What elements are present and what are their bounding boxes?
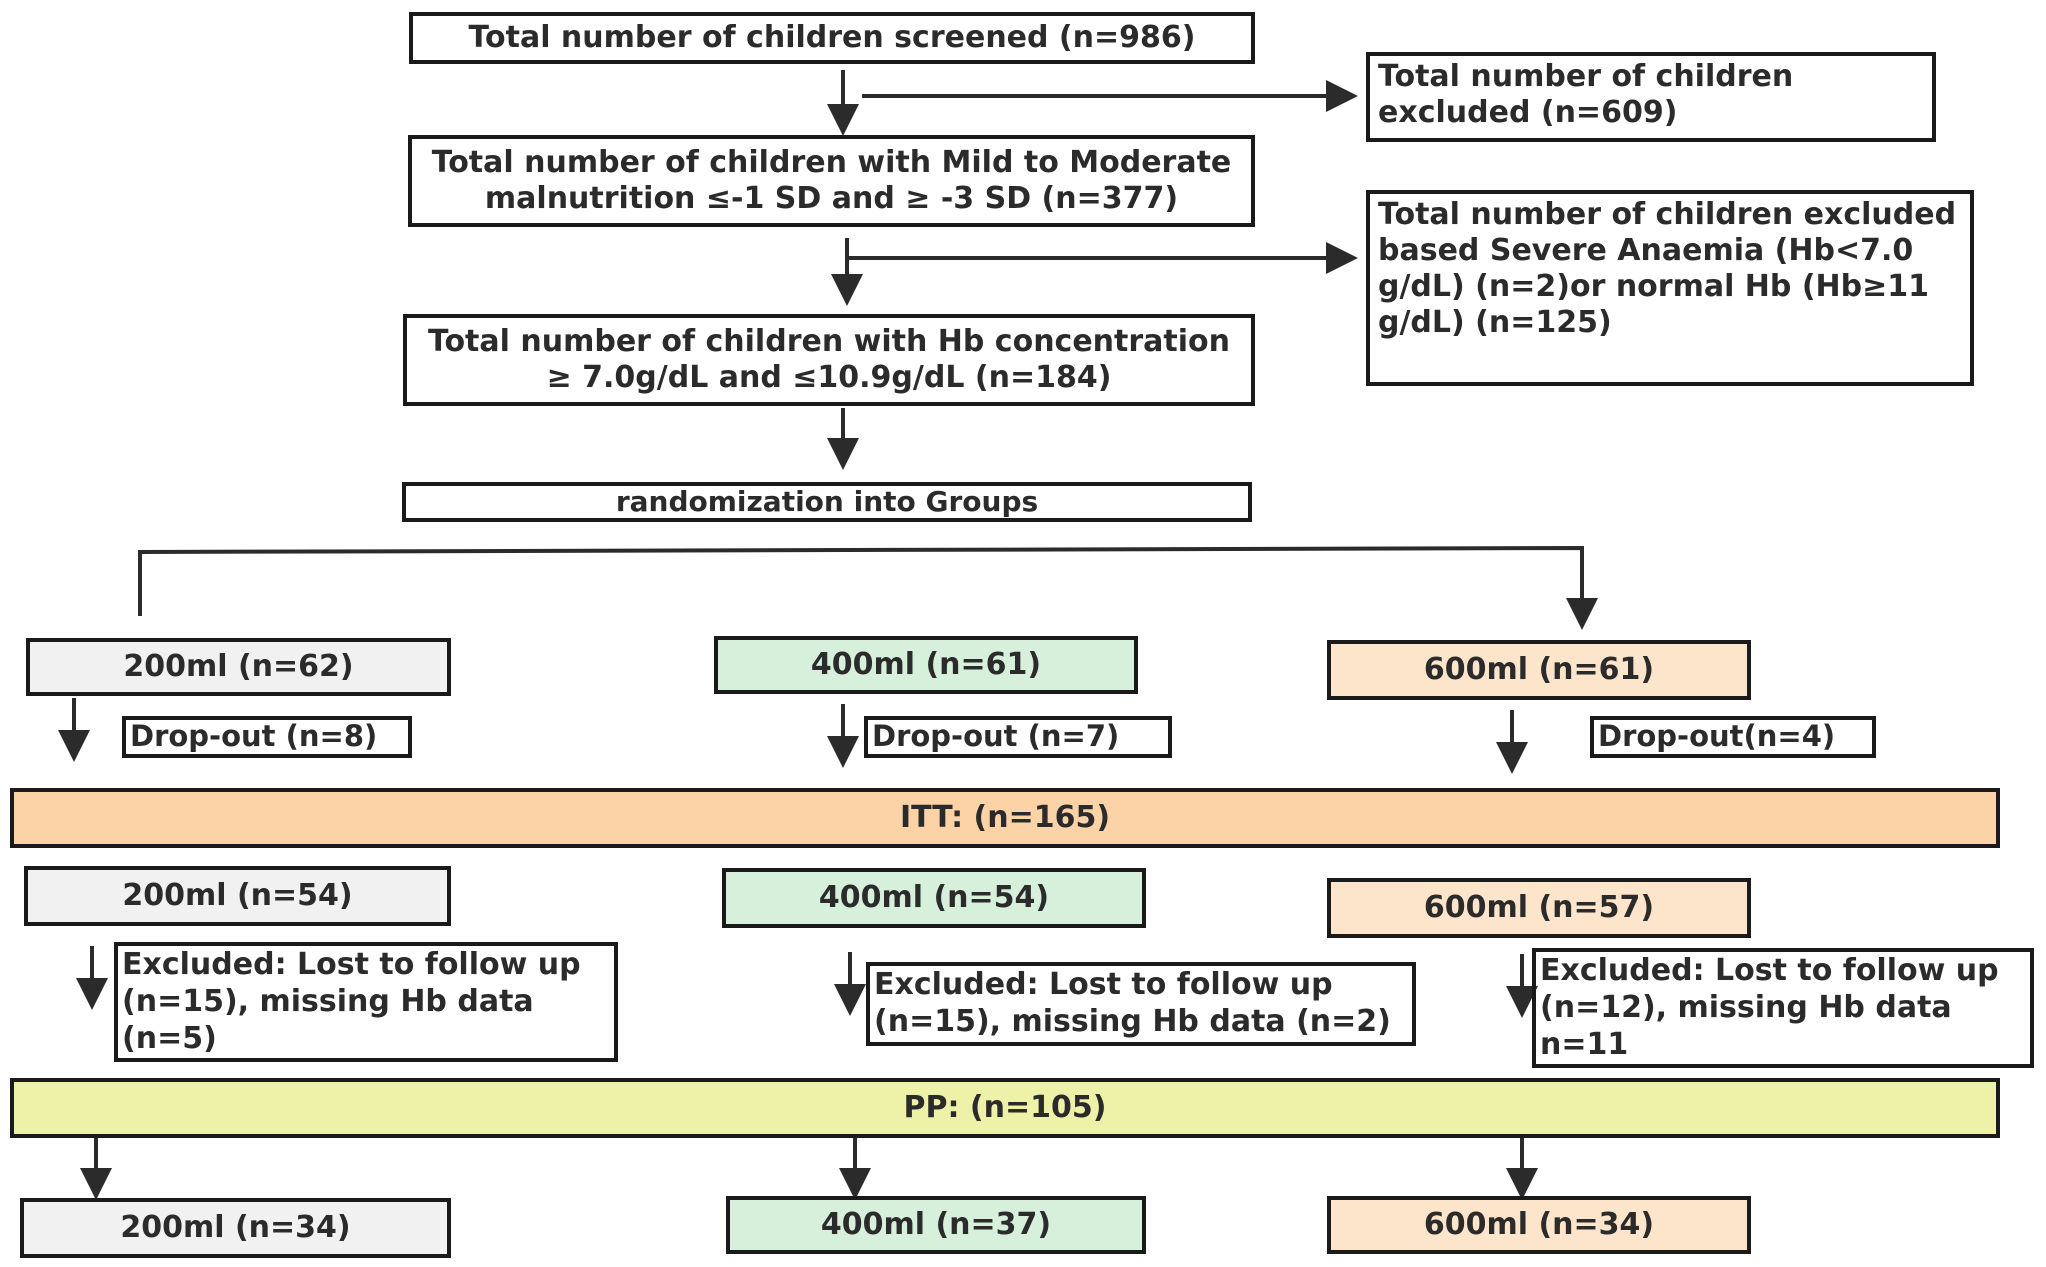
randomization-box: randomization into Groups <box>402 482 1252 522</box>
group-200-pp: 200ml (n=34) <box>20 1198 451 1258</box>
exclusion-200-text: Excluded: Lost to follow up (n=15), miss… <box>122 947 581 1056</box>
itt-text: ITT: (n=165) <box>899 800 1111 835</box>
dropout-200-box: Drop-out (n=8) <box>122 716 412 758</box>
group-600-pp-text: 600ml (n=34) <box>1423 1207 1655 1242</box>
group-600-itt: 600ml (n=57) <box>1327 878 1751 938</box>
group-600-pp: 600ml (n=34) <box>1327 1196 1751 1254</box>
excluded2-box: Total number of children excluded based … <box>1366 190 1974 386</box>
group-400-pp: 400ml (n=37) <box>726 1196 1146 1254</box>
hb-line1: Total number of children with Hb concent… <box>427 324 1231 359</box>
dropout-200-text: Drop-out (n=8) <box>130 719 378 753</box>
group-400-allocated-text: 400ml (n=61) <box>810 647 1042 682</box>
dropout-400-text: Drop-out (n=7) <box>872 719 1120 753</box>
pp-bar: PP: (n=105) <box>10 1078 2000 1138</box>
malnutrition-line1: Total number of children with Mild to Mo… <box>431 145 1232 180</box>
pp-text: PP: (n=105) <box>903 1090 1107 1125</box>
exclusion-400-text: Excluded: Lost to follow up (n=15), miss… <box>874 967 1391 1039</box>
screened-box: Total number of children screened (n=986… <box>409 12 1255 64</box>
malnutrition-line2: malnutrition ≤-1 SD and ≥ -3 SD (n=377) <box>484 181 1179 216</box>
group-600-allocated-text: 600ml (n=61) <box>1423 652 1655 687</box>
group-600-allocated: 600ml (n=61) <box>1327 640 1751 700</box>
dropout-400-box: Drop-out (n=7) <box>864 716 1172 758</box>
dropout-600-box: Drop-out(n=4) <box>1590 716 1876 758</box>
group-400-pp-text: 400ml (n=37) <box>820 1207 1052 1242</box>
group-200-pp-text: 200ml (n=34) <box>120 1210 351 1245</box>
randomization-branch-line <box>138 545 1598 630</box>
randomization-text: randomization into Groups <box>615 485 1039 518</box>
excluded1-text: Total number of children excluded (n=609… <box>1378 59 1794 130</box>
hb-line2: ≥ 7.0g/dL and ≤10.9g/dL (n=184) <box>546 360 1112 395</box>
dropout-600-text: Drop-out(n=4) <box>1598 719 1836 753</box>
group-600-itt-text: 600ml (n=57) <box>1423 890 1655 925</box>
group-200-itt-text: 200ml (n=54) <box>122 878 353 913</box>
itt-bar: ITT: (n=165) <box>10 788 2000 848</box>
malnutrition-box: Total number of children with Mild to Mo… <box>408 135 1255 227</box>
excluded2-text: Total number of children excluded based … <box>1378 197 1957 340</box>
group-400-itt: 400ml (n=54) <box>722 868 1146 928</box>
exclusion-200-box: Excluded: Lost to follow up (n=15), miss… <box>114 942 618 1062</box>
group-200-allocated: 200ml (n=62) <box>26 638 451 696</box>
exclusion-400-box: Excluded: Lost to follow up (n=15), miss… <box>866 962 1416 1046</box>
exclusion-600-box: Excluded: Lost to follow up (n=12), miss… <box>1532 948 2034 1068</box>
group-400-itt-text: 400ml (n=54) <box>818 880 1050 915</box>
screened-text: Total number of children screened (n=986… <box>468 20 1196 55</box>
group-200-itt: 200ml (n=54) <box>24 866 451 926</box>
group-200-allocated-text: 200ml (n=62) <box>123 649 354 684</box>
group-400-allocated: 400ml (n=61) <box>714 636 1138 694</box>
exclusion-600-text: Excluded: Lost to follow up (n=12), miss… <box>1540 953 1999 1062</box>
excluded1-box: Total number of children excluded (n=609… <box>1366 52 1936 142</box>
hb-box: Total number of children with Hb concent… <box>403 314 1255 406</box>
